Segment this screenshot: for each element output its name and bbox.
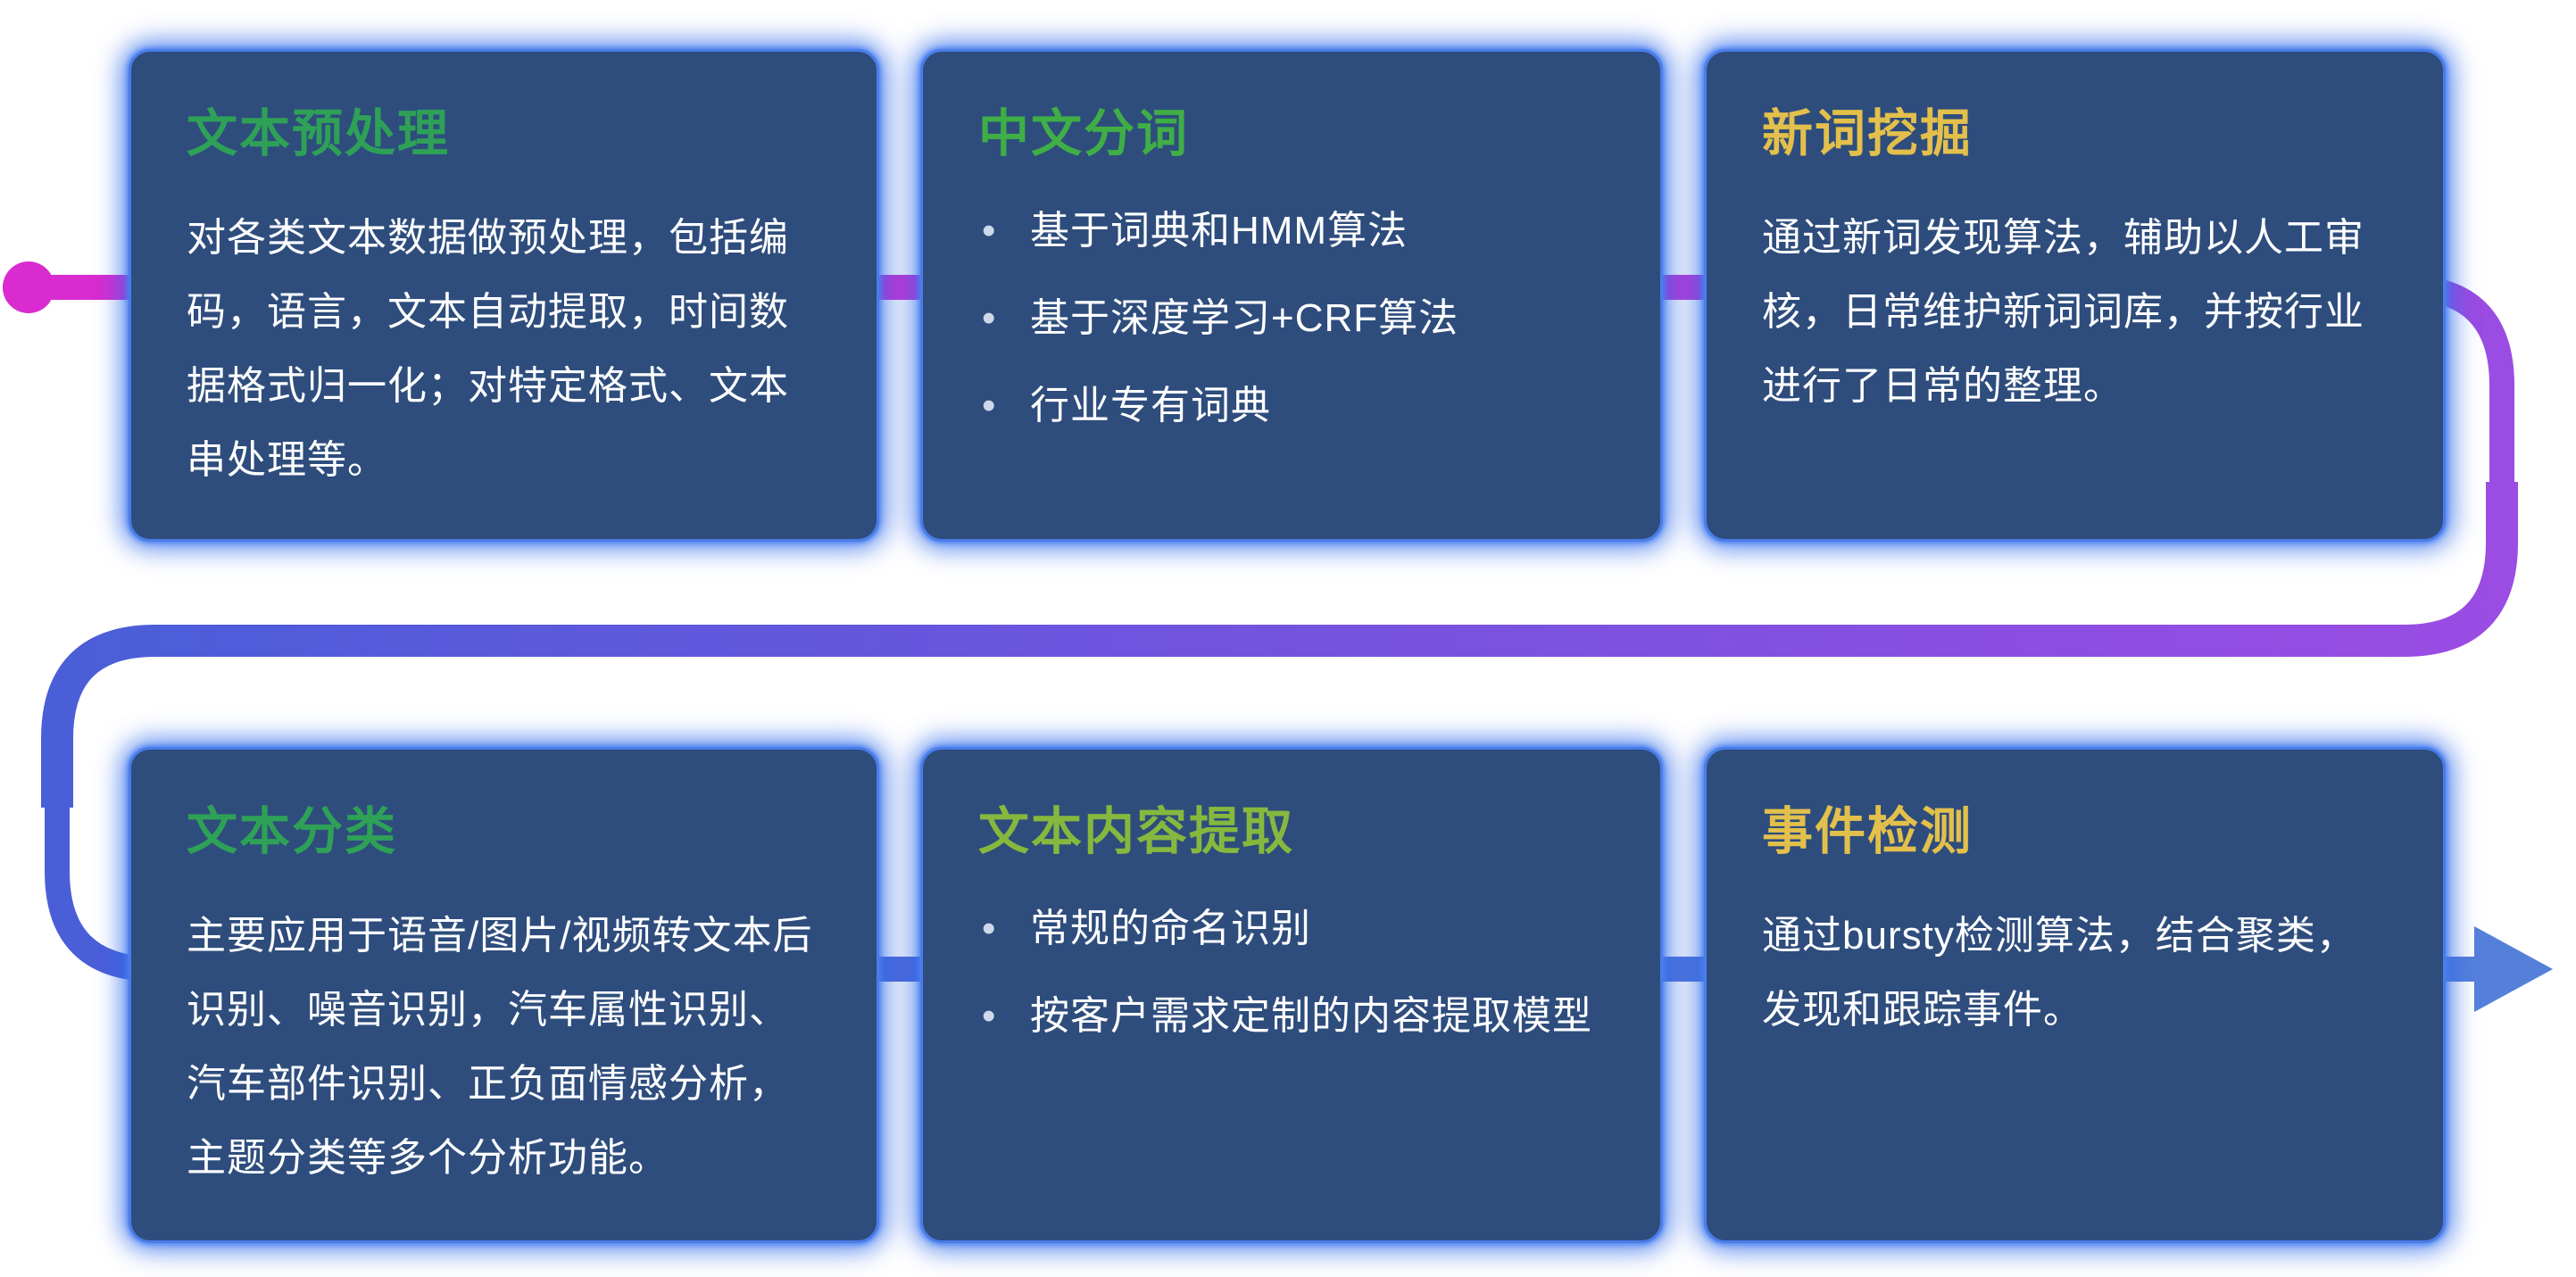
card-chinese-segmentation: 中文分词 基于词典和HMM算法 基于深度学习+CRF算法 行业专有词典 bbox=[920, 49, 1663, 542]
card-content-extraction: 文本内容提取 常规的命名识别 按客户需求定制的内容提取模型 bbox=[920, 747, 1663, 1243]
flow-segment-middle bbox=[41, 482, 2518, 808]
card-title: 文本分类 bbox=[187, 803, 397, 860]
card-title: 中文分词 bbox=[978, 105, 1189, 162]
card-body: 通过新词发现算法，辅助以人工审核，日常维护新词词库，并按行业进行了日常的整理。 bbox=[1762, 216, 2364, 408]
bullet-item: 基于深度学习+CRF算法 bbox=[978, 289, 1605, 348]
bullet-item: 行业专有词典 bbox=[978, 377, 1605, 435]
card-body: 通过bursty检测算法，结合聚类，发现和跟踪事件。 bbox=[1762, 914, 2356, 1032]
card-text-preprocessing: 文本预处理 对各类文本数据做预处理，包括编码，语言，文本自动提取，时间数据格式归… bbox=[129, 49, 879, 542]
bullet-item: 基于词典和HMM算法 bbox=[978, 202, 1605, 261]
card-new-word-mining: 新词挖掘 通过新词发现算法，辅助以人工审核，日常维护新词词库，并按行业进行了日常… bbox=[1704, 49, 2446, 542]
bullet-item: 常规的命名识别 bbox=[978, 900, 1605, 958]
card-body: 主要应用于语音/图片/视频转文本后识别、噪音识别，汽车属性识别、汽车部件识别、正… bbox=[187, 914, 813, 1180]
card-title: 文本预处理 bbox=[187, 105, 450, 162]
card-text-classification: 文本分类 主要应用于语音/图片/视频转文本后识别、噪音识别，汽车属性识别、汽车部… bbox=[129, 747, 879, 1243]
bullet-list: 基于词典和HMM算法 基于深度学习+CRF算法 行业专有词典 bbox=[978, 202, 1605, 435]
card-title: 文本内容提取 bbox=[978, 803, 1294, 860]
flow-start-dot-icon bbox=[3, 261, 54, 313]
flow-end-arrow-icon bbox=[2474, 926, 2553, 1012]
card-title: 事件检测 bbox=[1762, 803, 1973, 860]
card-title: 新词挖掘 bbox=[1762, 105, 1973, 162]
card-body: 对各类文本数据做预处理，包括编码，语言，文本自动提取，时间数据格式归一化；对特定… bbox=[187, 216, 789, 482]
card-event-detection: 事件检测 通过bursty检测算法，结合聚类，发现和跟踪事件。 bbox=[1704, 747, 2446, 1243]
bullet-item: 按客户需求定制的内容提取模型 bbox=[978, 987, 1605, 1046]
bullet-list: 常规的命名识别 按客户需求定制的内容提取模型 bbox=[978, 900, 1605, 1046]
